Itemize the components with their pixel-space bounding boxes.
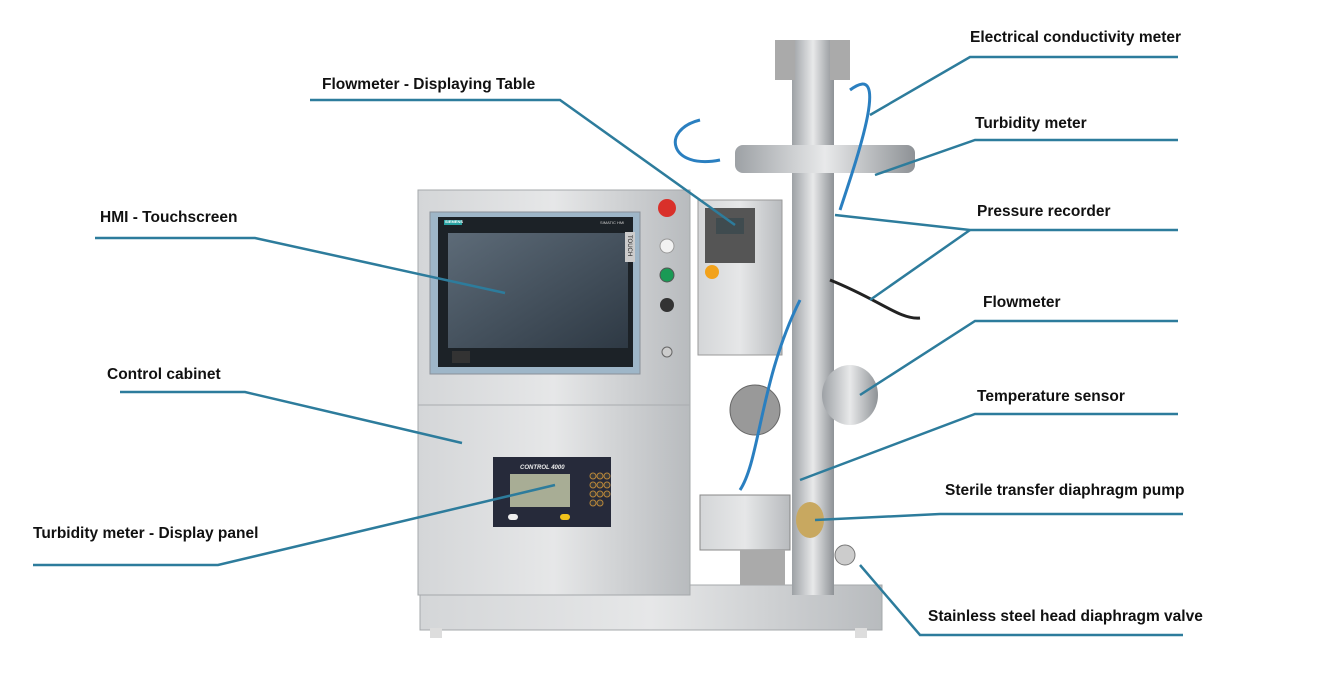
diaphragm-valve [834,544,856,566]
label-control-cabinet: Control cabinet [107,366,221,383]
label-flowmeter: Flowmeter [983,294,1061,311]
siemens-logo: SIEMENS [445,219,464,224]
turbidity-meter [735,145,915,173]
label-hmi-touchscreen: HMI - Touchscreen [100,209,238,226]
svg-text:SIMATIC HMI: SIMATIC HMI [600,220,624,225]
label-temperature-sensor: Temperature sensor [977,388,1125,405]
label-pressure-recorder: Pressure recorder [977,203,1111,220]
diaphragm-pump [699,494,791,551]
hmi-touchscreen: SIMATIC HMI [429,211,641,375]
svg-text:CONTROL 4000: CONTROL 4000 [520,465,565,471]
flowmeter [822,365,878,425]
label-flowmeter-display: Flowmeter - Displaying Table [322,76,536,93]
label-diaphragm-valve: Stainless steel head diaphragm valve [928,608,1203,625]
label-diaphragm-pump: Sterile transfer diaphragm pump [945,482,1185,499]
leader-lines [33,55,1183,637]
touch-label: TOUCH [626,235,632,257]
turbidity-display-panel: CONTROL 4000 [493,457,611,527]
emergency-stop-button [658,199,676,217]
label-turbidity-display: Turbidity meter - Display panel [33,525,259,542]
label-conductivity-meter: Electrical conductivity meter [970,29,1182,46]
label-turbidity-meter: Turbidity meter [975,115,1087,132]
